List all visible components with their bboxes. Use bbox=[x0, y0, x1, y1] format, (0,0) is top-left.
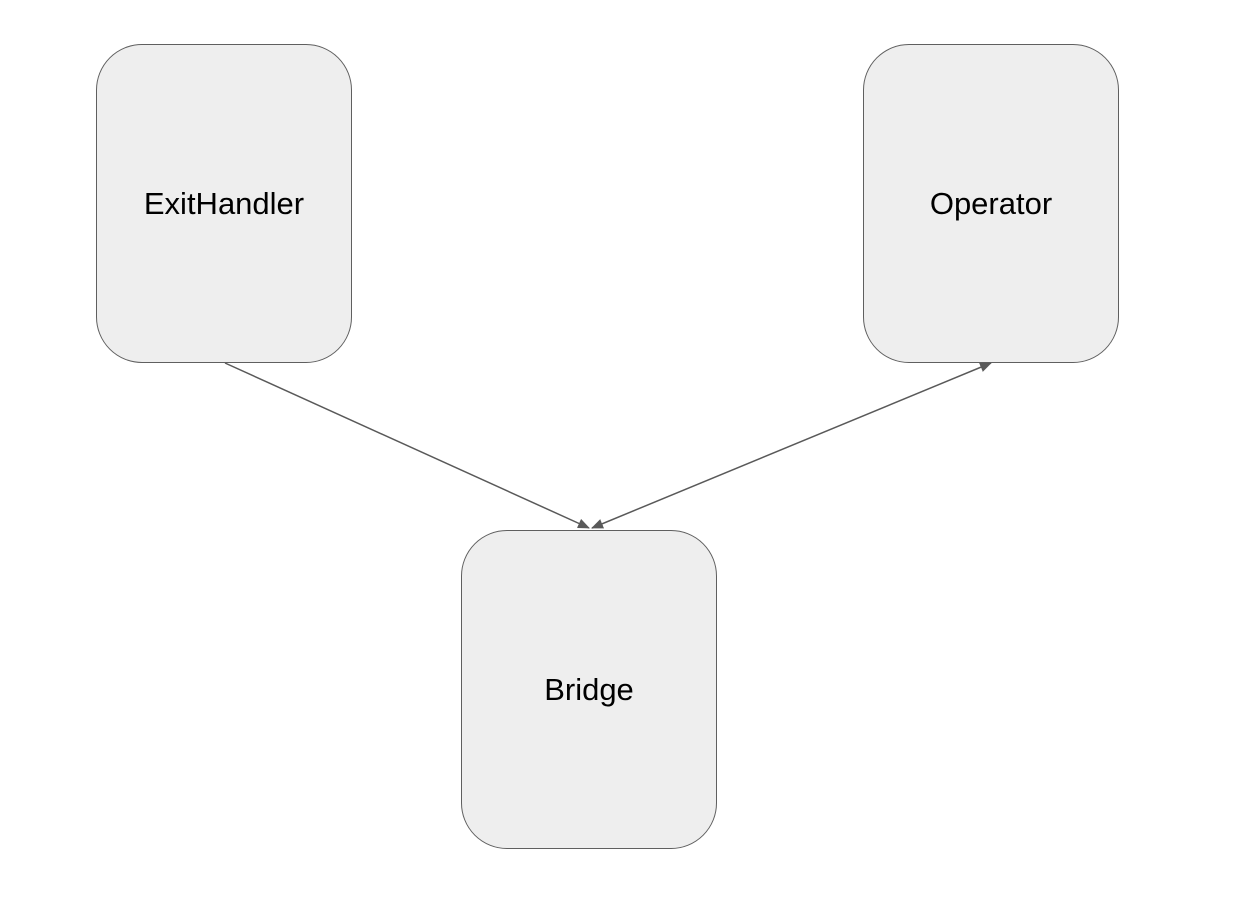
node-bridge-label: Bridge bbox=[544, 671, 634, 707]
edge-operator-bridge-bidirectional bbox=[591, 362, 992, 529]
node-operator[interactable]: Operator bbox=[863, 44, 1119, 363]
node-bridge[interactable]: Bridge bbox=[461, 530, 717, 849]
node-exithandler-label: ExitHandler bbox=[143, 185, 305, 221]
edge-exithandler-to-bridge bbox=[224, 362, 590, 529]
node-exithandler[interactable]: ExitHandler bbox=[96, 44, 352, 363]
node-operator-label: Operator bbox=[929, 185, 1053, 221]
